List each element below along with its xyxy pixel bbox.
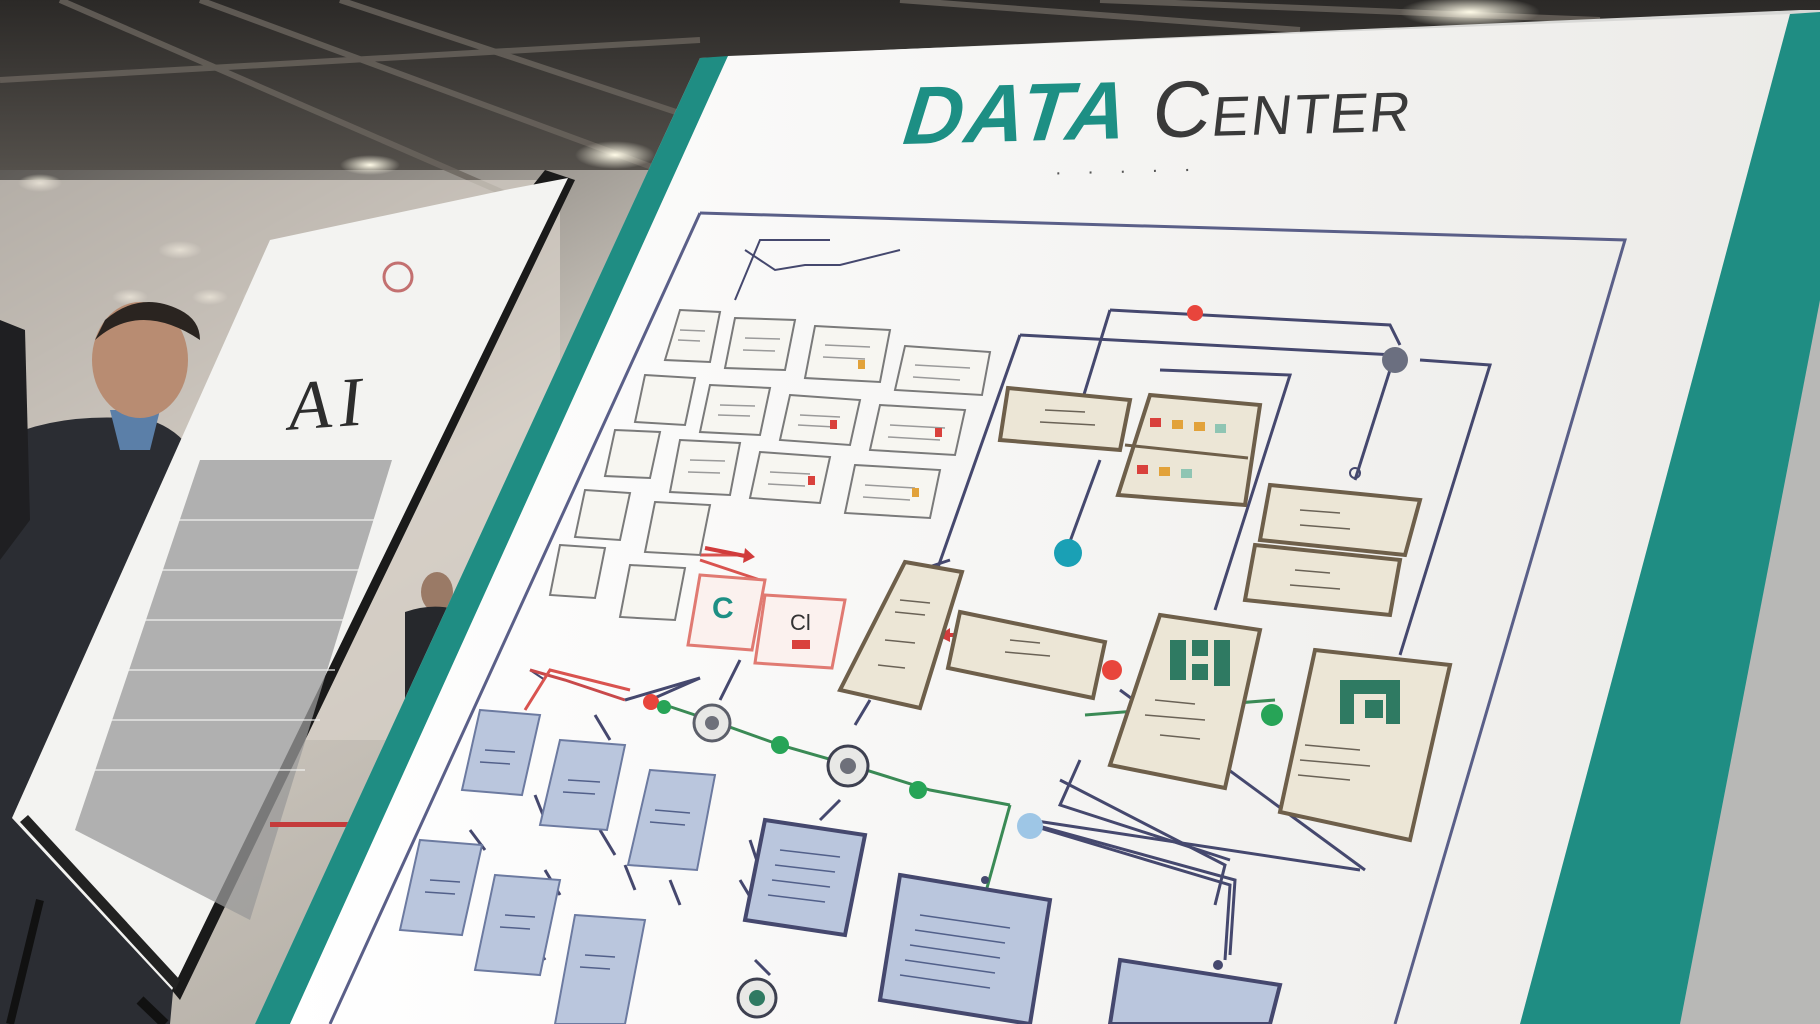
side-poster-heading: AI bbox=[285, 363, 373, 446]
blue-box-text bbox=[424, 749, 1011, 989]
node-glyph-c: C bbox=[712, 592, 734, 625]
connector-dots bbox=[643, 305, 1408, 970]
blue-box-border bbox=[742, 817, 1283, 1024]
status-bars-red bbox=[1137, 418, 1226, 478]
gear-ring-icon bbox=[692, 703, 870, 1019]
highlight-node-boxes bbox=[686, 573, 847, 670]
title-word-data: DATA bbox=[899, 65, 1135, 162]
side-poster-text-block bbox=[75, 460, 392, 920]
small-node-text bbox=[677, 329, 971, 501]
blue-node-boxes bbox=[398, 708, 1282, 1024]
side-poster bbox=[6, 170, 575, 1024]
title-word-center: Center bbox=[1148, 58, 1419, 155]
pixel-glyph-icon bbox=[1170, 640, 1400, 724]
side-poster-logo-icon bbox=[382, 261, 414, 293]
small-node-boxes bbox=[548, 308, 992, 622]
title-decoration-dots: · · · · · bbox=[1054, 158, 1201, 184]
node-glyph-ci: Cl bbox=[790, 610, 811, 635]
red-status-bar bbox=[792, 640, 810, 649]
diagram-frame bbox=[699, 211, 1627, 1024]
beige-box-text bbox=[877, 409, 1371, 781]
red-barrier-rope bbox=[270, 822, 350, 827]
status-indicators bbox=[808, 360, 942, 497]
